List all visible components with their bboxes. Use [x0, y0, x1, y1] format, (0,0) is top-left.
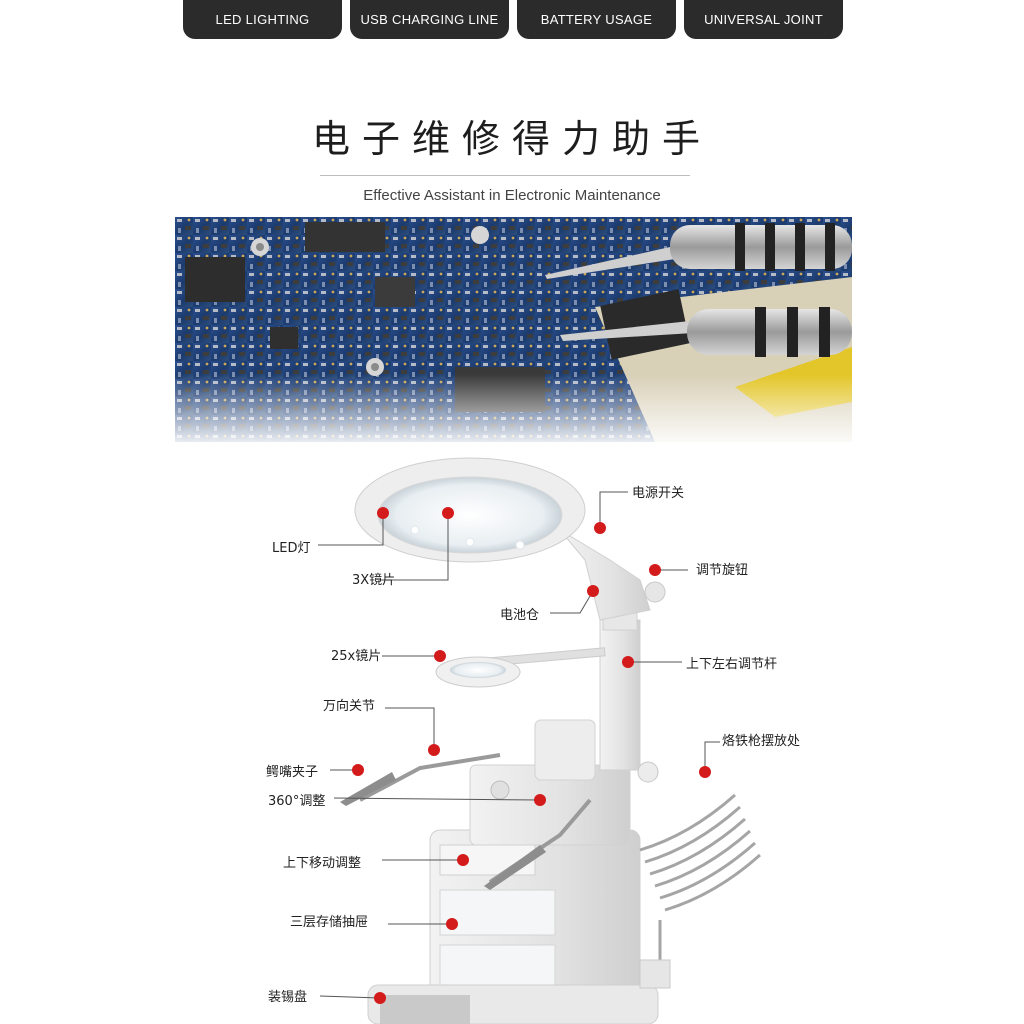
circuit-board-illustration: [175, 217, 852, 442]
callout-led: LED灯: [272, 541, 311, 556]
circuit-board-photo: [175, 217, 852, 442]
callout-alligator-clip: 鳄嘴夹子: [266, 765, 319, 780]
callout-360-adjust: 360°调整: [268, 794, 326, 809]
callout-dots: [352, 507, 711, 1004]
page-title: 电子维修得力助手: [311, 117, 712, 161]
callout-updown-adjust: 上下移动调整: [283, 856, 362, 871]
feature-tabs: LED LIGHTING USB CHARGING LINE BATTERY U…: [0, 0, 1024, 40]
callout-lens-25x: 25x镜片: [331, 649, 382, 664]
callout-solder-tray: 装锡盘: [268, 990, 308, 1005]
product-diagram: LED灯 3X镜片 电源开关 调节旋钮 电池仓 25x镜片 上下左右调节杆 万向…: [0, 450, 1024, 1024]
tab-usb-charging-line[interactable]: USB CHARGING LINE: [350, 0, 509, 39]
callout-power-switch: 电源开关: [632, 486, 685, 501]
tab-led-lighting[interactable]: LED LIGHTING: [183, 0, 342, 39]
callout-iron-holder: 烙铁枪摆放处: [722, 734, 801, 749]
callout-battery-compartment: 电池仓: [500, 608, 540, 623]
callout-adjust-rod: 上下左右调节杆: [686, 657, 778, 672]
iron-holder-spring: [639, 793, 761, 980]
callout-lens-3x: 3X镜片: [352, 573, 396, 588]
tab-universal-joint[interactable]: UNIVERSAL JOINT: [684, 0, 843, 39]
tab-battery-usage[interactable]: BATTERY USAGE: [517, 0, 676, 39]
callout-universal-joint: 万向关节: [323, 699, 376, 714]
magnifier-station-illustration: [318, 457, 761, 1024]
callout-storage-drawers: 三层存储抽屉: [290, 915, 369, 930]
callout-adjust-knob: 调节旋钮: [696, 563, 749, 578]
title-divider: [320, 175, 690, 176]
page-subtitle: Effective Assistant in Electronic Mainte…: [363, 187, 661, 204]
